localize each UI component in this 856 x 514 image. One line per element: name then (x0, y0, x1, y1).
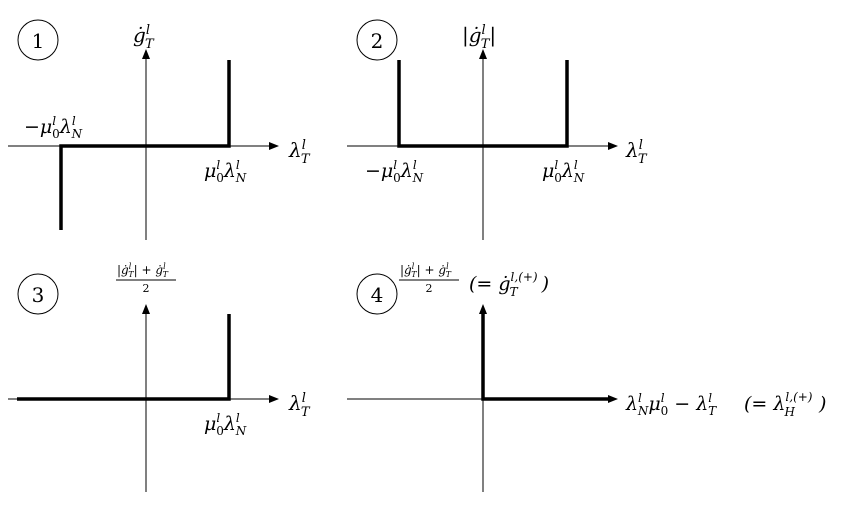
graph-curve (397, 60, 569, 148)
graph-curve (481, 312, 612, 401)
y-axis-equivalence: (= ġl,(+)T) (469, 270, 549, 299)
svg-text:2: 2 (426, 282, 433, 295)
x-axis-equivalence: (= λl,(+)H) (744, 390, 826, 419)
panel-number-circle (356, 19, 398, 61)
svg-text:|ġlT| + ġlT: |ġlT| + ġlT (400, 262, 452, 279)
panel-number: 3 (32, 283, 45, 307)
panel-number-circle (17, 19, 59, 61)
graph-curve (17, 314, 231, 401)
panel-number: 1 (32, 29, 45, 53)
graph-curve (59, 60, 231, 230)
svg-text:|ġlT| + ġlT: |ġlT| + ġlT (117, 262, 169, 279)
panel-number-circle (356, 273, 398, 315)
panel-number: 2 (371, 29, 384, 53)
svg-text:2: 2 (143, 282, 150, 295)
panel-number: 4 (371, 283, 384, 307)
panel-number-circle (17, 273, 59, 315)
